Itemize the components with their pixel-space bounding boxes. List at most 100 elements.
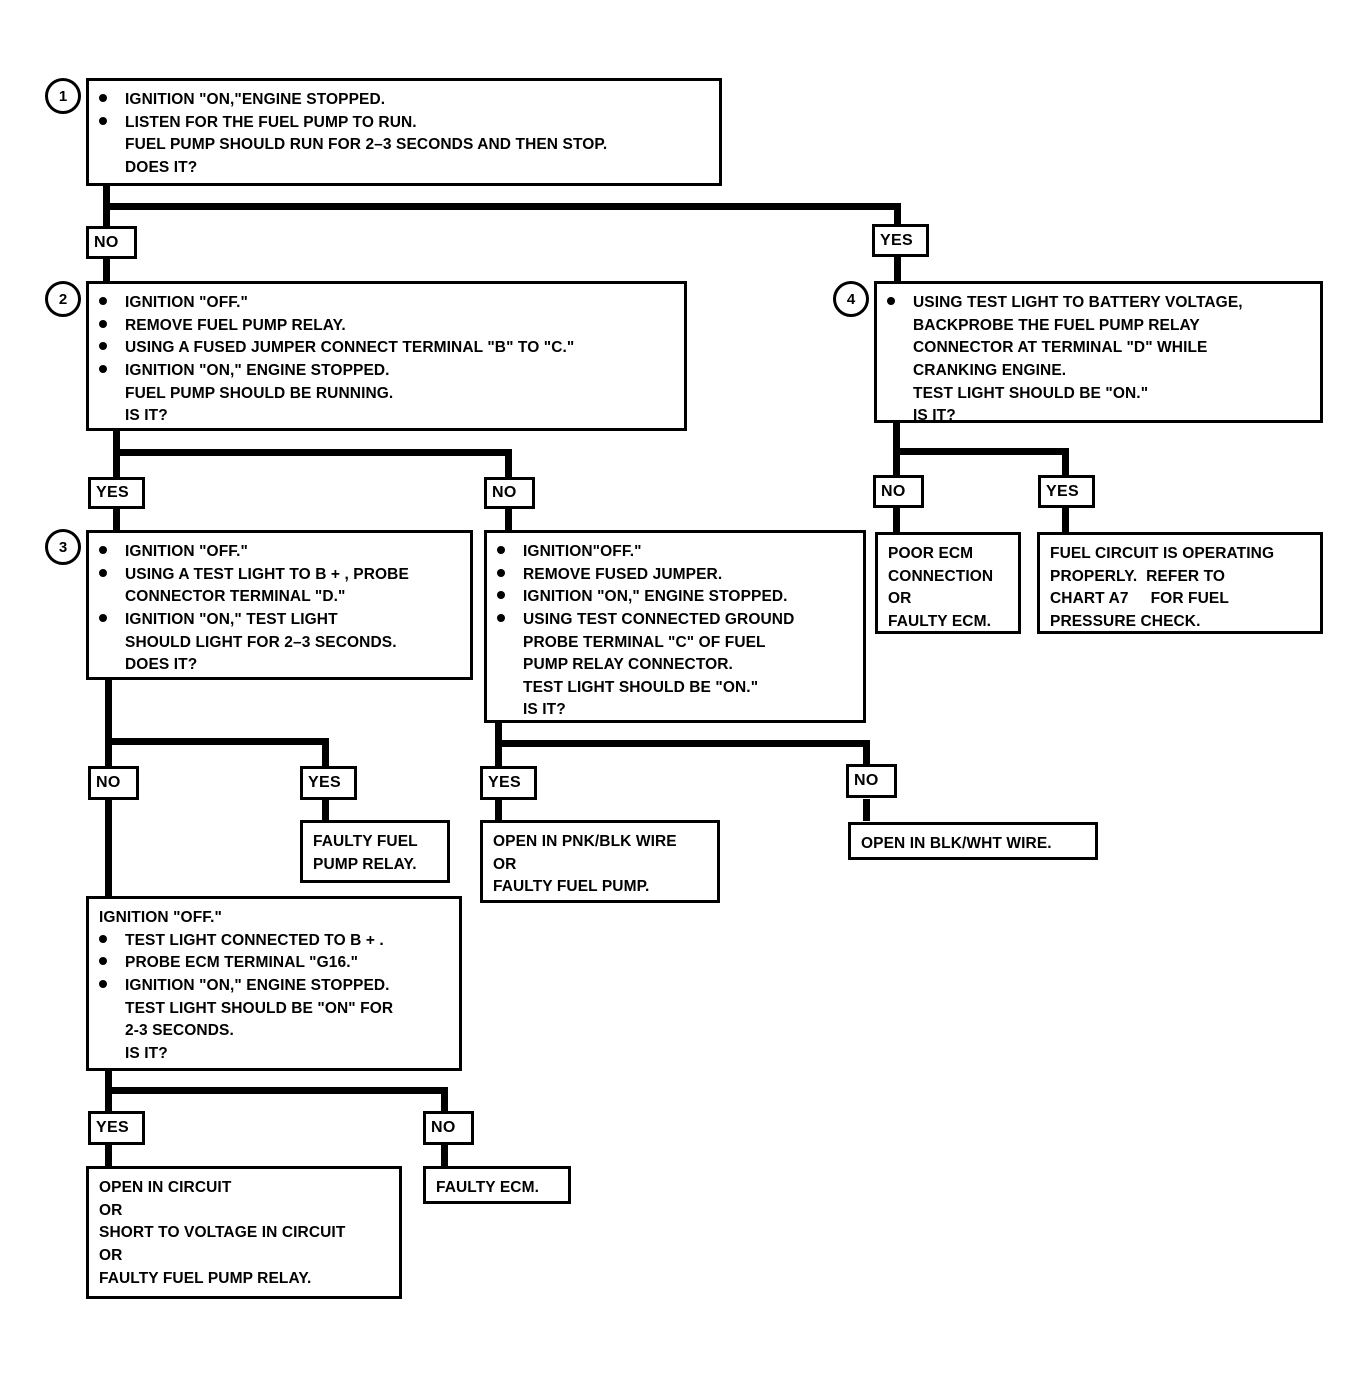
bullet-icon (99, 315, 125, 337)
branch-label-text: NO (96, 774, 121, 791)
text-line-content: OR (493, 855, 517, 873)
text-line-content: LISTEN FOR THE FUEL PUMP TO RUN. (125, 113, 417, 131)
text-line: FUEL PUMP SHOULD RUN FOR 2–3 SECONDS AND… (99, 134, 709, 157)
text-line-content: OPEN IN CIRCUIT (99, 1179, 232, 1196)
box-step1: IGNITION "ON,"ENGINE STOPPED.LISTEN FOR … (86, 78, 722, 186)
bullet-icon (99, 930, 125, 952)
connector-g16-bus (105, 1087, 448, 1094)
branch-label-step4-yes[interactable]: YES (1038, 475, 1095, 508)
text-line-content: IS IT? (913, 407, 956, 425)
text-line: SHOULD LIGHT FOR 2–3 SECONDS. (99, 632, 460, 655)
branch-label-step1-yes[interactable]: YES (872, 224, 929, 257)
connector-step4-to-yes (1062, 448, 1069, 476)
text-line: USING TEST LIGHT TO BATTERY VOLTAGE, (887, 292, 1310, 315)
branch-label-mid-no[interactable]: NO (846, 764, 897, 798)
text-line-content: OR (99, 1246, 123, 1264)
branch-label-step2-yes[interactable]: YES (88, 477, 145, 509)
branch-label-step1-no[interactable]: NO (86, 226, 137, 259)
connector-yes2-to-step3 (113, 508, 120, 532)
text-line-content: SHOULD LIGHT FOR 2–3 SECONDS. (125, 633, 397, 651)
text-line-content: 2-3 SECONDS. (125, 1022, 234, 1040)
text-line-content: IGNITION "ON," ENGINE STOPPED. (523, 588, 788, 606)
text-line: IS IT? (887, 405, 1310, 428)
connector-step1-to-yes (894, 203, 901, 227)
branch-label-step4-no[interactable]: NO (873, 475, 924, 508)
bullet-spacer (99, 632, 125, 654)
text-line-content: IGNITION "ON," ENGINE STOPPED. (125, 361, 390, 379)
bullet-icon (99, 360, 125, 382)
step-marker-1-label: 1 (58, 87, 68, 105)
text-line-content: USING A TEST LIGHT TO B + , PROBE (125, 565, 409, 583)
text-line: PROBE ECM TERMINAL "G16." (99, 952, 449, 975)
box-step4: USING TEST LIGHT TO BATTERY VOLTAGE,BACK… (874, 281, 1323, 424)
box-step3: IGNITION "OFF." USING A TEST LIGHT TO B +… (86, 530, 473, 680)
connector-mid-to-no (863, 740, 870, 768)
branch-label-text: NO (94, 233, 119, 251)
branch-label-text: YES (880, 231, 913, 249)
text-line: CHART A7 FOR FUEL (1050, 588, 1310, 611)
bullet-spacer (497, 632, 523, 654)
text-line: FAULTY ECM. (436, 1177, 558, 1200)
step-marker-1: 1 (45, 78, 81, 114)
text-line: FAULTY FUEL PUMP. (493, 876, 707, 899)
branch-label-text: YES (308, 774, 341, 791)
text-line-content: PROBE TERMINAL "C" OF FUEL (523, 633, 766, 651)
box-open-blk-wht: OPEN IN BLK/WHT WIRE. (848, 822, 1098, 860)
text-line: SHORT TO VOLTAGE IN CIRCUIT (99, 1222, 389, 1245)
connector-yes4-to-fuelok (1062, 507, 1069, 533)
box-step3-lines: IGNITION "OFF." USING A TEST LIGHT TO B +… (89, 533, 470, 685)
branch-label-text: YES (96, 1119, 129, 1136)
text-line: IGNITION "ON," ENGINE STOPPED. (99, 975, 449, 998)
bullet-spacer (99, 1043, 125, 1065)
text-line: IGNITION"OFF." (497, 541, 853, 564)
text-line-content: IGNITION "OFF." (99, 909, 222, 926)
text-line-content: USING A FUSED JUMPER CONNECT TERMINAL "B… (125, 339, 575, 357)
text-line: OPEN IN PNK/BLK WIRE (493, 831, 707, 854)
text-line: IGNITION "OFF." (99, 292, 674, 315)
bullet-icon (99, 564, 125, 586)
text-line: IGNITION "ON,"ENGINE STOPPED. (99, 89, 709, 112)
branch-label-step3-no[interactable]: NO (88, 766, 139, 800)
bullet-icon (497, 609, 523, 631)
text-line-content: FAULTY FUEL (313, 833, 418, 850)
branch-label-g16-yes[interactable]: YES (88, 1111, 145, 1145)
bullet-spacer (99, 405, 125, 427)
text-line: PRESSURE CHECK. (1050, 611, 1310, 634)
connector-mid-to-yes (495, 740, 502, 768)
bullet-spacer (887, 360, 913, 382)
bullet-spacer (99, 998, 125, 1020)
branch-label-step2-no[interactable]: NO (484, 477, 535, 509)
bullet-spacer (99, 157, 125, 179)
text-line-content: IGNITION"OFF." (523, 543, 642, 560)
text-line: CRANKING ENGINE. (887, 360, 1310, 383)
connector-mid-bus (495, 740, 870, 747)
bullet-spacer (99, 1020, 125, 1042)
bullet-icon (497, 564, 523, 586)
connector-no-mid-to-blk (863, 799, 870, 821)
branch-label-g16-no[interactable]: NO (423, 1111, 474, 1145)
box-faulty-ecm: FAULTY ECM. (423, 1166, 571, 1204)
text-line: OPEN IN BLK/WHT WIRE. (861, 833, 1085, 856)
branch-label-text: YES (488, 774, 521, 791)
text-line: POOR ECM (888, 543, 1008, 566)
text-line-content: CHART A7 FOR FUEL (1050, 590, 1229, 608)
text-line: CONNECTION (888, 566, 1008, 589)
box-mid-jumper-test: IGNITION"OFF."REMOVE FUSED JUMPER.IGNITI… (484, 530, 866, 723)
text-line: LISTEN FOR THE FUEL PUMP TO RUN. (99, 112, 709, 135)
text-line-content: CONNECTOR AT TERMINAL "D" WHILE (913, 339, 1208, 357)
text-line: TEST LIGHT CONNECTED TO B + . (99, 930, 449, 953)
text-line-content: OR (888, 590, 912, 608)
text-line: IS IT? (99, 405, 674, 428)
branch-label-step3-yes[interactable]: YES (300, 766, 357, 800)
text-line-content: IGNITION "OFF." (125, 543, 248, 560)
text-line-content: IS IT? (125, 1044, 168, 1062)
connector-step1-bus (103, 203, 901, 210)
branch-label-mid-yes[interactable]: YES (480, 766, 537, 800)
connector-step3-to-no (105, 738, 112, 768)
text-line: TEST LIGHT SHOULD BE "ON." (497, 677, 853, 700)
text-line-content: USING TEST CONNECTED GROUND (523, 610, 795, 628)
step-marker-2: 2 (45, 281, 81, 317)
